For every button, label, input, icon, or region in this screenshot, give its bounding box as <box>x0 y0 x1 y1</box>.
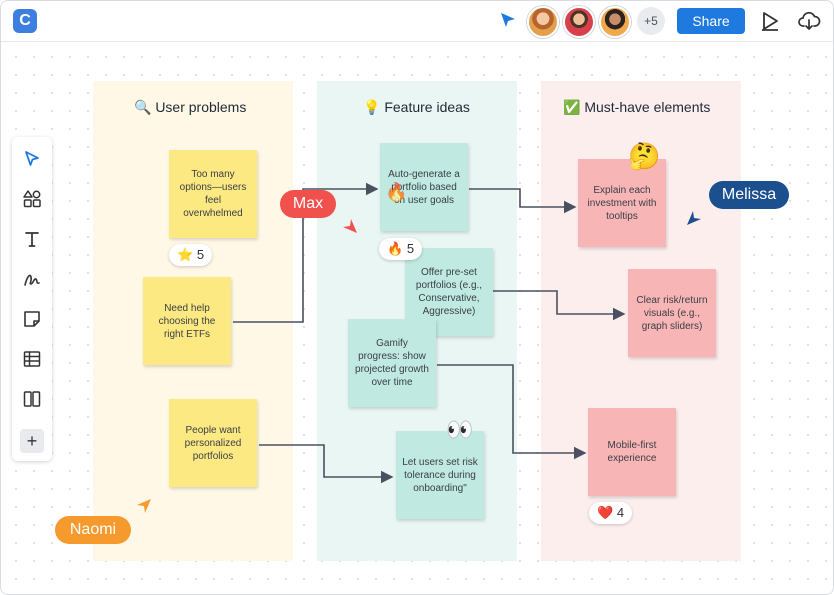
note-text: People want personalized portfolios <box>184 424 242 462</box>
eyes-sticker[interactable]: 👀 <box>446 417 474 442</box>
cursor-label-melissa: Melissa <box>709 181 789 209</box>
connector-gamify-to-mobile <box>437 364 587 460</box>
sticky-note-explain-investment[interactable]: Explain each investment with tooltips <box>578 159 666 247</box>
cloud-download-icon[interactable] <box>797 9 821 33</box>
frame-layout-icon[interactable] <box>22 389 42 409</box>
sticky-note-risk-tolerance[interactable]: Let users set risk tolerance during onbo… <box>396 431 484 519</box>
cursor-label-max: Max <box>280 190 336 218</box>
top-bar: C +5 Share <box>1 1 833 42</box>
more-collaborators-badge[interactable]: +5 <box>637 7 665 35</box>
cursor-label-naomi: Naomi <box>55 516 131 544</box>
heart-icon: ❤️ <box>597 505 614 520</box>
add-tool-button[interactable]: + <box>20 429 44 453</box>
cursor-arrow-melissa-icon <box>687 211 701 225</box>
app-logo[interactable]: C <box>13 9 37 33</box>
fire-sticker[interactable]: 🔥 <box>385 182 408 202</box>
sticky-note-icon[interactable] <box>22 309 42 329</box>
left-toolbar: + <box>12 137 52 461</box>
note-text: Clear risk/return visuals (e.g., graph s… <box>636 294 708 332</box>
connector-preset-to-risk-return <box>493 290 626 321</box>
fire-icon: 🔥 <box>387 241 404 256</box>
present-play-icon[interactable] <box>758 9 782 33</box>
note-text: Need help choosing the right ETFs <box>158 302 216 340</box>
reaction-heart[interactable]: ❤️ 4 <box>589 502 633 524</box>
sticky-note-gamify[interactable]: Gamify progress: show projected growth o… <box>348 319 436 407</box>
column-title-must-have: ✅ Must-have elements <box>563 99 711 115</box>
sticky-note-mobile-first[interactable]: Mobile-first experience <box>588 408 676 496</box>
avatar[interactable] <box>527 6 559 38</box>
note-text: Let users set risk tolerance during onbo… <box>402 456 478 494</box>
note-text: Too many options—users feel overwhelmed <box>179 169 247 219</box>
reaction-star[interactable]: ⭐ 5 <box>169 244 213 266</box>
reaction-count: 4 <box>616 505 625 520</box>
sticky-note-risk-return-visuals[interactable]: Clear risk/return visuals (e.g., graph s… <box>628 269 716 357</box>
reaction-count: 5 <box>196 247 205 262</box>
connector-auto-to-explain <box>469 188 577 214</box>
shapes-icon[interactable] <box>22 189 42 209</box>
reaction-fire[interactable]: 🔥 5 <box>379 238 423 260</box>
note-text: Auto-generate a portfolio based on user … <box>388 168 460 206</box>
sticky-note-too-many-options[interactable]: Too many options—users feel overwhelmed <box>169 150 257 238</box>
thinking-face-sticker[interactable]: 🤔 <box>628 141 661 171</box>
note-text: Explain each investment with tooltips <box>587 184 657 222</box>
sticky-note-personalized[interactable]: People want personalized portfolios <box>169 399 257 487</box>
cursor-arrow-naomi-icon <box>137 499 151 513</box>
pen-draw-icon[interactable] <box>22 269 42 289</box>
star-icon: ⭐ <box>177 247 194 262</box>
pointer-cursor-icon[interactable] <box>499 11 517 29</box>
sticky-note-auto-generate[interactable]: Auto-generate a portfolio based on user … <box>380 143 468 231</box>
note-text: Offer pre-set portfolios (e.g., Conserva… <box>415 267 483 317</box>
note-text: Mobile-first experience <box>607 440 657 464</box>
table-icon[interactable] <box>22 349 42 369</box>
connector-personalized-to-risk <box>259 444 394 484</box>
share-button[interactable]: Share <box>677 8 745 34</box>
column-title-user-problems: 🔍 User problems <box>134 99 247 115</box>
text-tool-icon[interactable] <box>22 229 42 249</box>
column-title-feature-ideas: 💡 Feature ideas <box>363 99 470 115</box>
cursor-arrow-max-icon <box>343 219 357 233</box>
avatar[interactable] <box>563 6 595 38</box>
select-arrow-icon[interactable] <box>22 149 42 169</box>
reaction-count: 5 <box>406 241 415 256</box>
avatar[interactable] <box>599 6 631 38</box>
connector-need-help-to-auto-generate <box>233 182 379 323</box>
note-text: Gamify progress: show projected growth o… <box>355 338 429 388</box>
sticky-note-need-help[interactable]: Need help choosing the right ETFs <box>143 277 231 365</box>
